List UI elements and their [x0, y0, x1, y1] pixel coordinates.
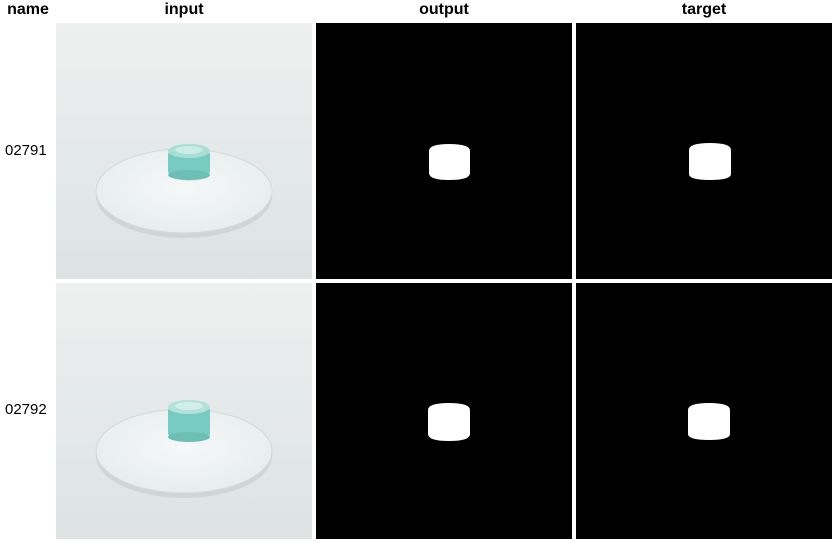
- input-image: [56, 283, 312, 539]
- column-header-name: name: [7, 1, 49, 18]
- output-mask: [316, 283, 572, 539]
- row-name-label: 02791: [5, 142, 47, 159]
- target-mask: [576, 283, 832, 539]
- column-header-input: input: [164, 1, 204, 18]
- target-mask: [576, 23, 832, 279]
- output-mask: [316, 23, 572, 279]
- row-name-label: 02792: [5, 401, 47, 418]
- input-image: [56, 23, 312, 279]
- column-header-target: target: [681, 1, 727, 18]
- column-header-output: output: [419, 1, 469, 18]
